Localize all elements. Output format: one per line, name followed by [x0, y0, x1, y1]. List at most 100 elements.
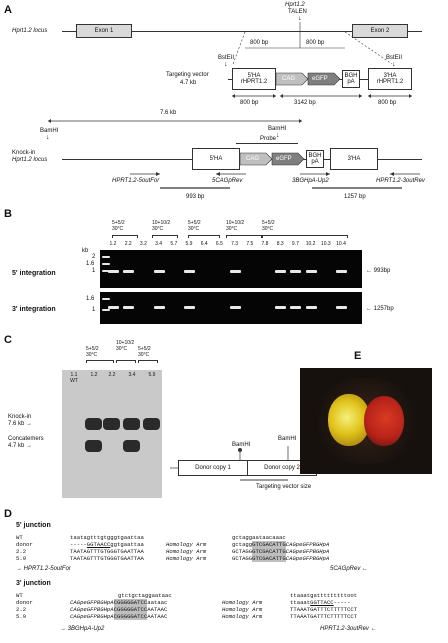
exon2-box: Exon 2 — [352, 24, 408, 38]
blot-group-label: 5+5/2 — [138, 346, 151, 352]
j5-22-name: 2.2 — [16, 548, 27, 555]
gel-b-group-bracket — [188, 235, 220, 238]
gel-band-3prime — [184, 306, 195, 309]
dim-3142: 3142 bp — [294, 100, 316, 106]
j3-donor-pre: CAGpeGFPBGHpA — [70, 599, 114, 606]
knockin-bgh-box: BGH pA — [306, 150, 324, 168]
ladder-bot-1: 1 — [92, 307, 96, 313]
j3-59-seq: CAGpeGFPBGHpACGGGGGATCCAATAAC — [70, 613, 167, 620]
panel-e-letter: E — [354, 350, 362, 362]
knockin-locus-label: Hprt1.2 locus — [12, 157, 48, 163]
bsteii-left-label: BstEII — [218, 55, 235, 61]
gel-band-3prime — [305, 306, 317, 309]
bp800-right-label: 800 bp — [306, 40, 325, 46]
dim-800b: 800 bp — [378, 100, 397, 106]
knockin-size-arrow — [48, 119, 302, 123]
ladder-top-16: 1.6 — [86, 261, 95, 267]
vector-egfp-label: eGFP — [312, 76, 328, 82]
gel-b-group-label: 5+5/2 — [112, 220, 125, 226]
gel-band-3prime — [336, 306, 347, 309]
gel-band-5prime — [275, 270, 287, 273]
gel-b-group-bracket — [152, 235, 178, 238]
j3-donor-seq: CAGpeGFPBGHpACGGGGGATCCaataac — [70, 599, 167, 606]
gel-ladder-band — [102, 256, 110, 258]
gel-b-lane-label: 5.9 — [185, 241, 193, 247]
targeting-vector-size: 4.7 kb — [180, 80, 197, 86]
j5-22-right: GCTAGGGTCGACATTGCAGpeGFPBGHpA — [232, 548, 329, 555]
vector-5ha-sub: rHPRT1.2 — [240, 79, 268, 85]
gel-band-3prime — [229, 306, 241, 309]
j3-59-homology: Homology Arm — [222, 613, 263, 620]
j5-title: 5' junction — [16, 522, 51, 529]
blot-group-bracket — [116, 360, 136, 363]
gel-ladder-band — [102, 309, 110, 311]
gel-band-3prime — [108, 306, 119, 309]
blot-group-bracket — [86, 360, 114, 363]
blot-band-concatemer — [85, 440, 102, 452]
row2-label: 3' integration — [12, 306, 56, 313]
gel-band-5prime — [184, 270, 195, 273]
gel-b-group-label: 5+5/2 — [188, 220, 201, 226]
gel-b-lane-label: 7.3 — [231, 241, 239, 247]
gel-b-group-label: 5+5/2 — [262, 220, 275, 226]
blot-lane-label: 1.2 — [90, 372, 98, 378]
panel-d-letter: D — [4, 508, 12, 520]
j3-donor-r-post: ----- — [333, 599, 351, 606]
gel-b-kb-label: kb — [82, 248, 89, 254]
gel-b-group-bracket — [262, 235, 348, 238]
ladder-top-2: 2 — [92, 254, 96, 260]
knockin-cag-label: CAG — [246, 156, 260, 162]
j5-22-seq: TAATAGTTTGTGGGTGAATTAA — [70, 548, 144, 555]
bamhi-right-arrow-icon: ↓ — [276, 132, 280, 139]
gel-b-lane-label: 10.4 — [336, 241, 346, 247]
gel-b-lane-label: 3.2 — [139, 241, 147, 247]
blot-knockin-size: 7.6 kb → — [8, 421, 33, 427]
red-embryo — [364, 396, 404, 446]
amplicon-993-label: 993 bp — [186, 194, 205, 200]
blot-band-knockin — [123, 418, 140, 430]
j3-22-post: AATAAC — [147, 606, 168, 613]
gel-b-lane-label: 6.5 — [215, 241, 223, 247]
row1-label: 5' integration — [12, 270, 56, 277]
vector-bgh-box: BGH pA — [342, 70, 360, 88]
knockin-cag-egfp-arrows — [240, 152, 305, 166]
locus-line — [62, 31, 422, 32]
gel-b-group-temp: 30°C — [262, 226, 274, 232]
j3-donor-post: aataac — [147, 599, 168, 606]
primer-5cagprev: 5CAGpRev — [212, 178, 243, 184]
exon1-box: Exon 1 — [76, 24, 132, 38]
knockin-3ha-box: 3'HA — [330, 148, 378, 170]
gel-band-5prime — [123, 270, 135, 273]
fluorescent-fish-photo — [300, 368, 432, 474]
bamhi-left-arrow-icon: ↓ — [46, 134, 50, 141]
gel-b-group-temp: 30°C — [188, 226, 200, 232]
j3-22-right: TTAAATGATTTCTTTTTCCT — [290, 606, 358, 613]
gel-5prime — [100, 250, 362, 288]
j5-donor-right: gctaggGTCGACATTGCAGpeGFPBGHpA — [232, 541, 329, 548]
vector-5ha-label: 5'HA — [247, 73, 261, 79]
blot-group-label: 10+10/2 — [116, 340, 135, 346]
j5-22-r-pre: GCTAGG — [232, 548, 253, 555]
blot-concat-size-text: 4.7 kb — [8, 443, 25, 449]
probe-line — [236, 143, 298, 144]
vector-3ha-sub: rHPRT1.2 — [376, 79, 404, 85]
j3-22-seq: CAGpeGFPBGHpACGGGGGATCCAATAAC — [70, 606, 167, 613]
gel-b-lane-label: 5.7 — [170, 241, 178, 247]
gel-b-group-temp: 30°C — [226, 226, 238, 232]
gel-band-3prime — [123, 306, 135, 309]
blot-group-bracket — [138, 360, 158, 363]
gel-b-group-temp: 30°C — [112, 226, 124, 232]
j3-59-right: TTAAATGATTTCTTTTTCCT — [290, 613, 358, 620]
gel-b-lane-label: 7.5 — [246, 241, 254, 247]
blot-lane-label: 1.1 WT — [70, 372, 78, 384]
blot-band-knockin — [103, 418, 120, 430]
j5-primer-right-text: 5CAGpRev — [330, 566, 361, 572]
j5-primer-left-text: HPRT1.2-5outFor — [23, 566, 71, 572]
probe-label: Probe — [260, 136, 277, 142]
j3-donor-right: ttaaatGGTTACC----- — [290, 599, 350, 606]
gel-band-3prime — [275, 306, 287, 309]
j3-wt-seq2: ttaaatgatttttttttoot — [290, 592, 358, 599]
j3-donor-r-site: GGTTACC — [310, 599, 334, 606]
size-1257bp: ← 1257bp — [366, 306, 394, 312]
blot-group-temp: 30°C — [86, 352, 98, 358]
